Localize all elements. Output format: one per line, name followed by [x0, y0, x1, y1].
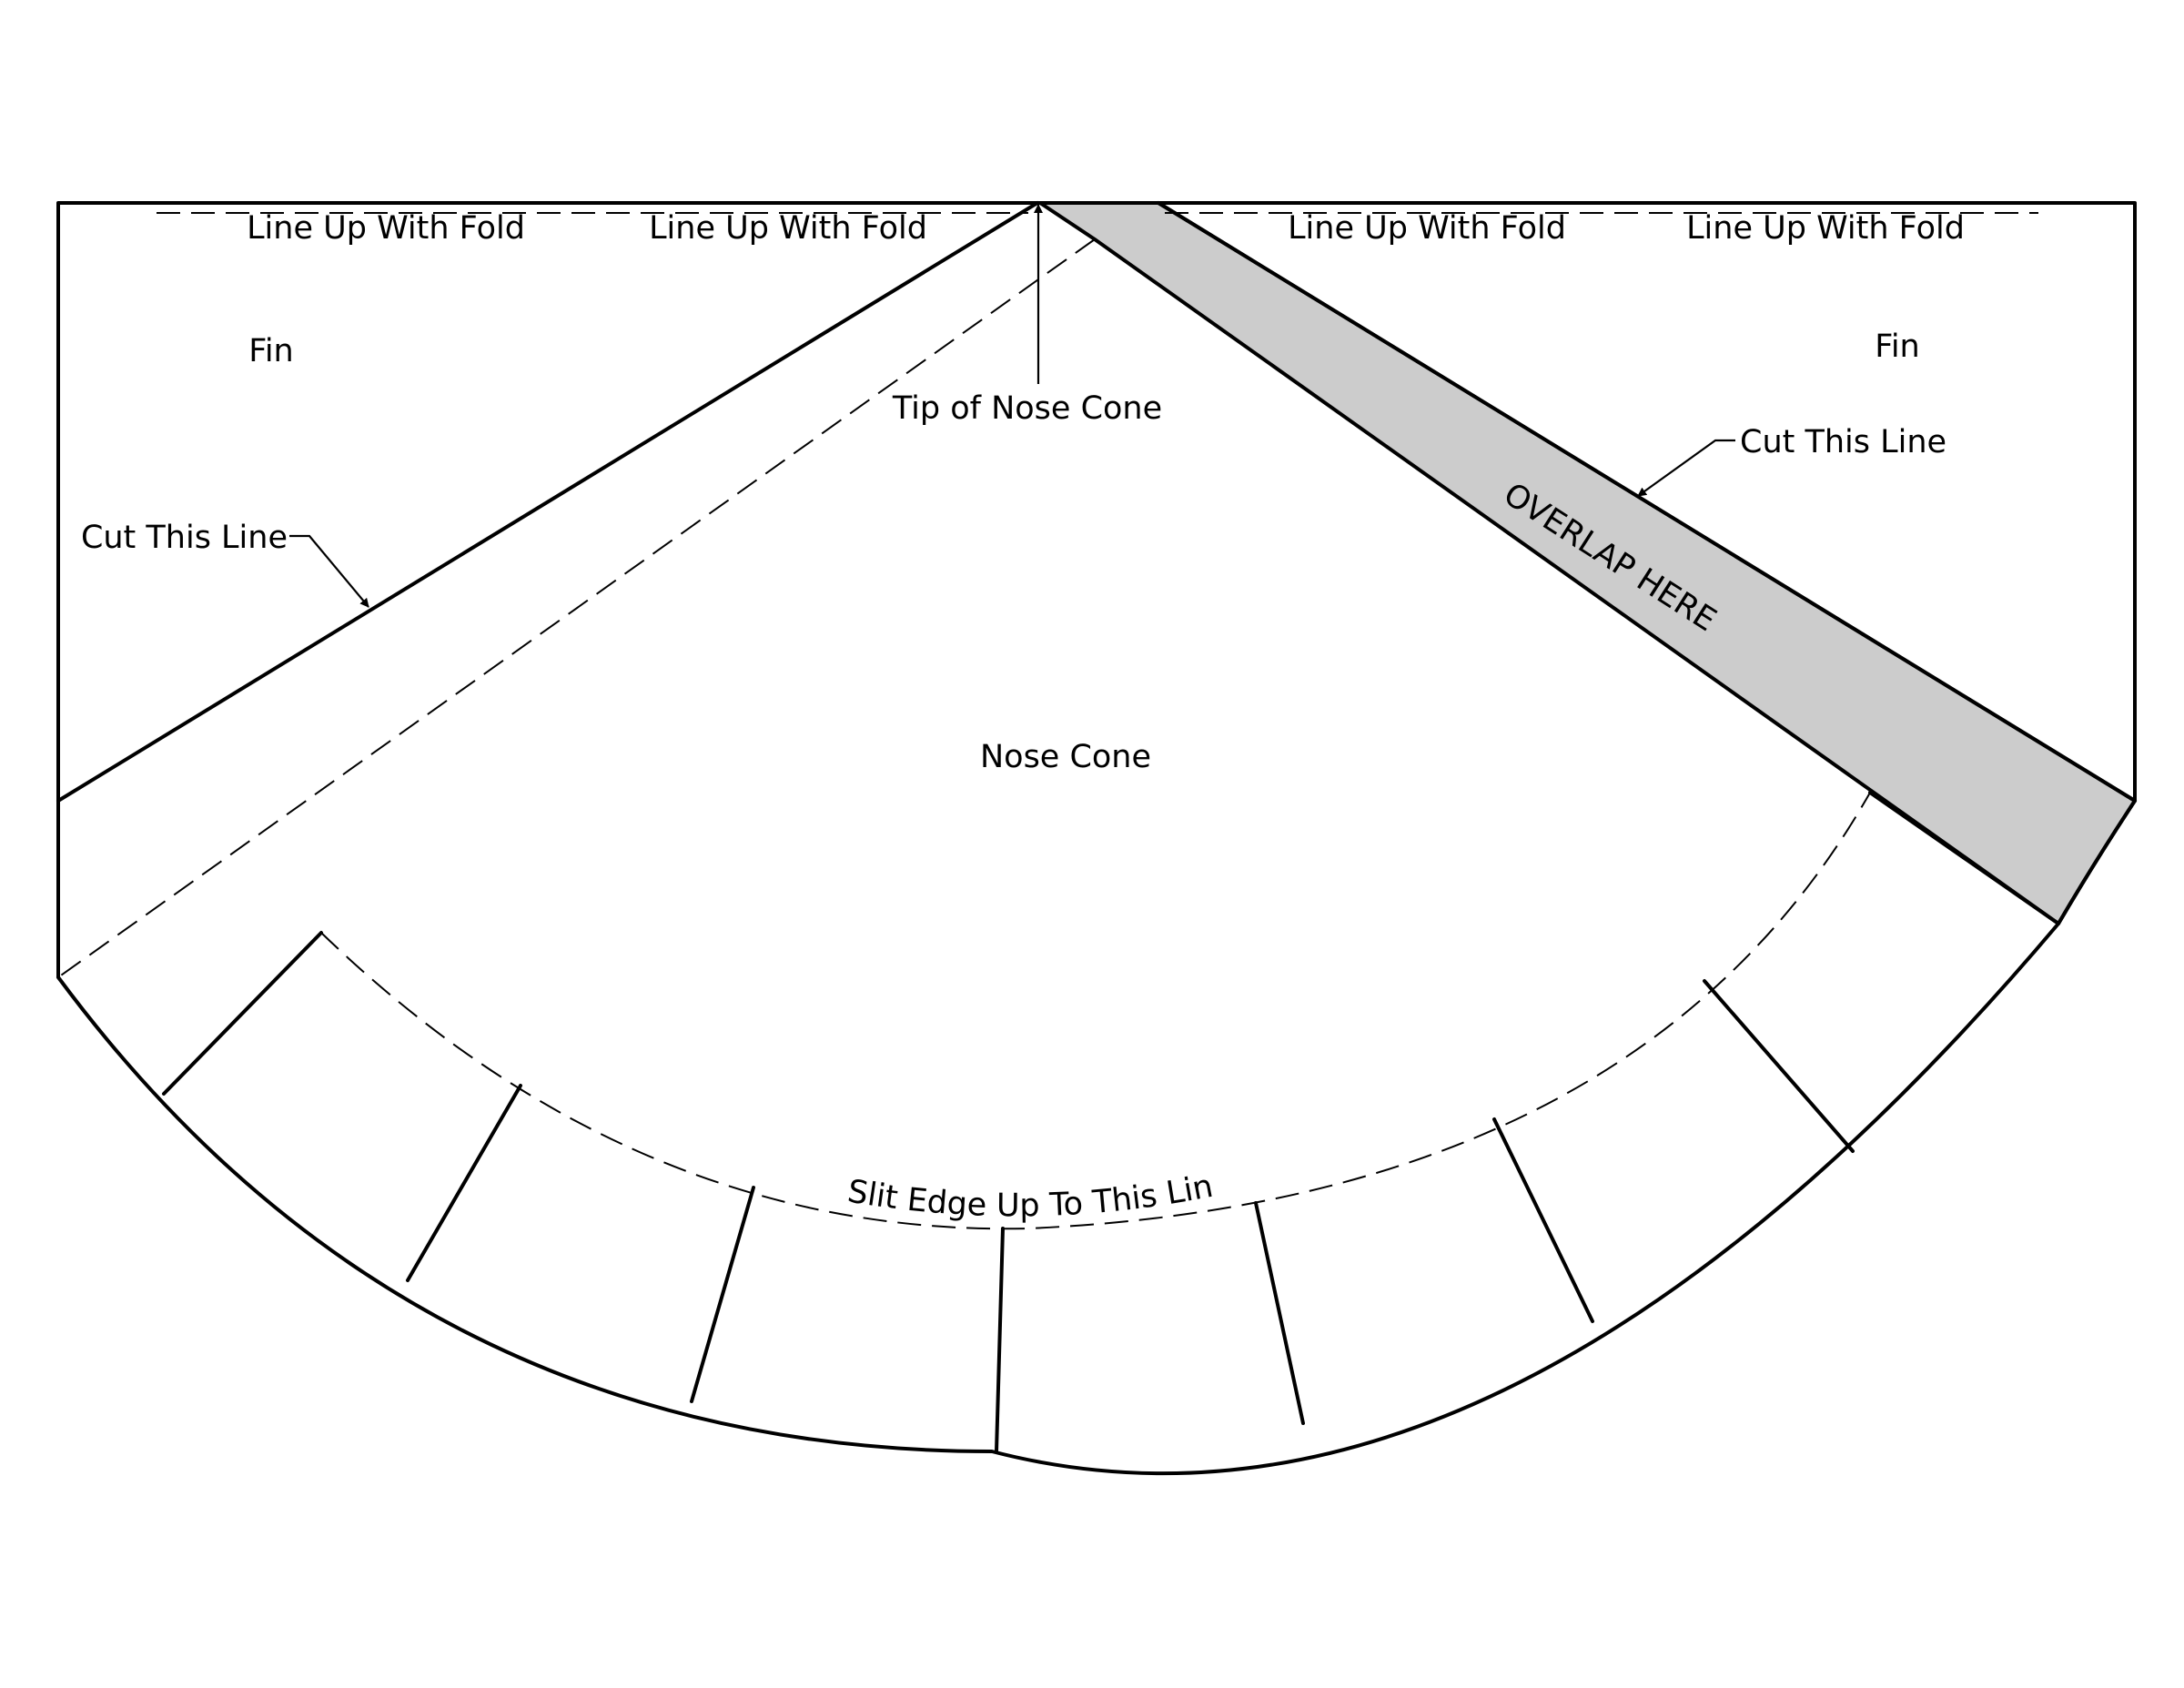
right-cut-leader	[1637, 439, 1735, 497]
nose-cone-left-edge	[57, 238, 1096, 978]
right-cut-line	[1157, 201, 2137, 803]
tab-divider	[1492, 1117, 1594, 1323]
fold-label: Line Up With Fold	[1288, 210, 1566, 247]
tab-divider	[995, 1227, 1005, 1453]
tab-divider	[406, 1084, 522, 1282]
fold-label: Line Up With Fold	[1686, 210, 1965, 247]
slit-line	[320, 792, 1871, 1230]
tab-divider	[690, 1186, 755, 1403]
tab-dividers	[162, 931, 1855, 1453]
cut-label-right: Cut This Line	[1740, 424, 1946, 460]
right-tab-edge	[1868, 791, 2060, 925]
tab-divider	[162, 931, 323, 1096]
cut-label-left: Cut This Line	[81, 520, 288, 556]
slit-label-path: Slit Edge Up To This Line	[0, 0, 1216, 1224]
tab-divider	[1703, 979, 1855, 1153]
slit-label: Slit Edge Up To This Line	[0, 0, 1216, 1224]
fin-label-left: Fin	[248, 333, 294, 369]
left-cut-line	[56, 201, 1039, 803]
tab-divider	[1254, 1201, 1305, 1425]
tip-label: Tip of Nose Cone	[892, 390, 1162, 427]
left-cut-leader	[289, 534, 369, 608]
fold-label: Line Up With Fold	[247, 210, 525, 247]
fin-label-right: Fin	[1875, 329, 1920, 365]
nose-cone-label: Nose Cone	[980, 739, 1151, 775]
fold-label: Line Up With Fold	[649, 210, 927, 247]
template-outline	[56, 201, 2137, 1476]
